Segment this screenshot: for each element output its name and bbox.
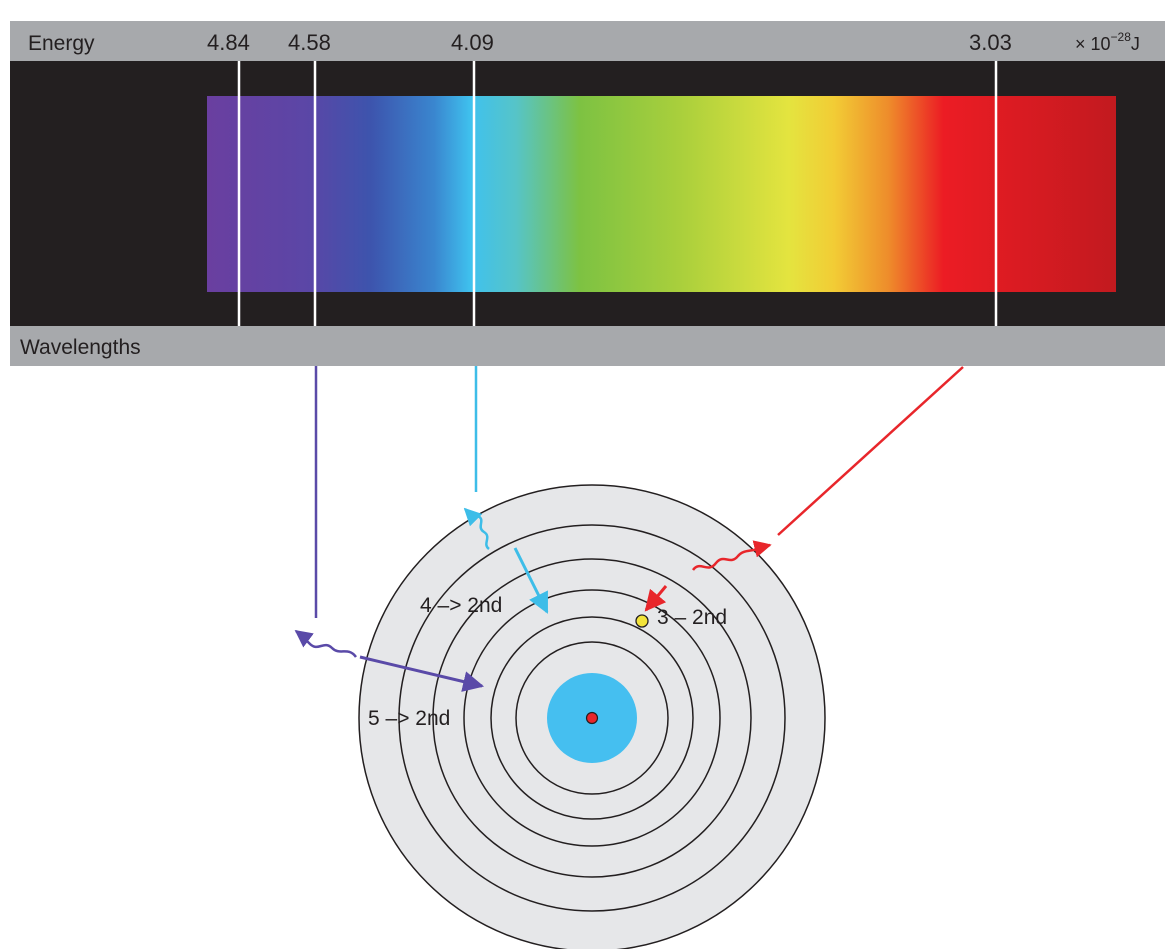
energy-unit: × 10−28J (1075, 30, 1140, 54)
transition-5-to-2 (294, 366, 485, 692)
energy-value-4: 3.03 (969, 30, 1012, 55)
energy-unit-suffix: J (1131, 34, 1140, 54)
blue-photon-wave (463, 507, 490, 551)
nucleus-core (585, 711, 599, 725)
wavelength-label: Wavelengths (20, 336, 141, 359)
wavelength-bar (10, 326, 1165, 366)
transition-label-5-to-2: 5 –> 2nd (368, 707, 450, 730)
atom-shell-4 (432, 558, 752, 878)
energy-bar (10, 21, 1165, 61)
energy-value-2: 4.58 (288, 30, 331, 55)
purple-photon-wave (294, 629, 358, 658)
purple-transition-arrow (359, 655, 485, 692)
electron (635, 614, 649, 628)
red-transition-arrow (644, 585, 668, 612)
atom-shell-2 (490, 616, 694, 820)
atom-shell-3 (463, 589, 721, 847)
transition-3-to-2 (644, 366, 964, 612)
transition-label-3-to-2: 3 – 2nd (657, 606, 727, 629)
transition-4-to-2 (463, 366, 549, 614)
atom-shell-5 (398, 524, 786, 912)
visible-spectrum (207, 96, 1116, 292)
red-connector-line (777, 366, 964, 536)
energy-unit-exponent: −28 (1111, 30, 1132, 44)
transition-label-4-to-2: 4 –> 2nd (420, 594, 502, 617)
energy-unit-prefix: × 10 (1075, 34, 1111, 54)
red-photon-wave (691, 540, 772, 571)
energy-value-1: 4.84 (207, 30, 250, 55)
atom-model (358, 484, 826, 949)
blue-transition-arrow (513, 547, 549, 614)
energy-label: Energy (28, 32, 95, 55)
atom-shell-1 (515, 641, 669, 795)
energy-value-3: 4.09 (451, 30, 494, 55)
